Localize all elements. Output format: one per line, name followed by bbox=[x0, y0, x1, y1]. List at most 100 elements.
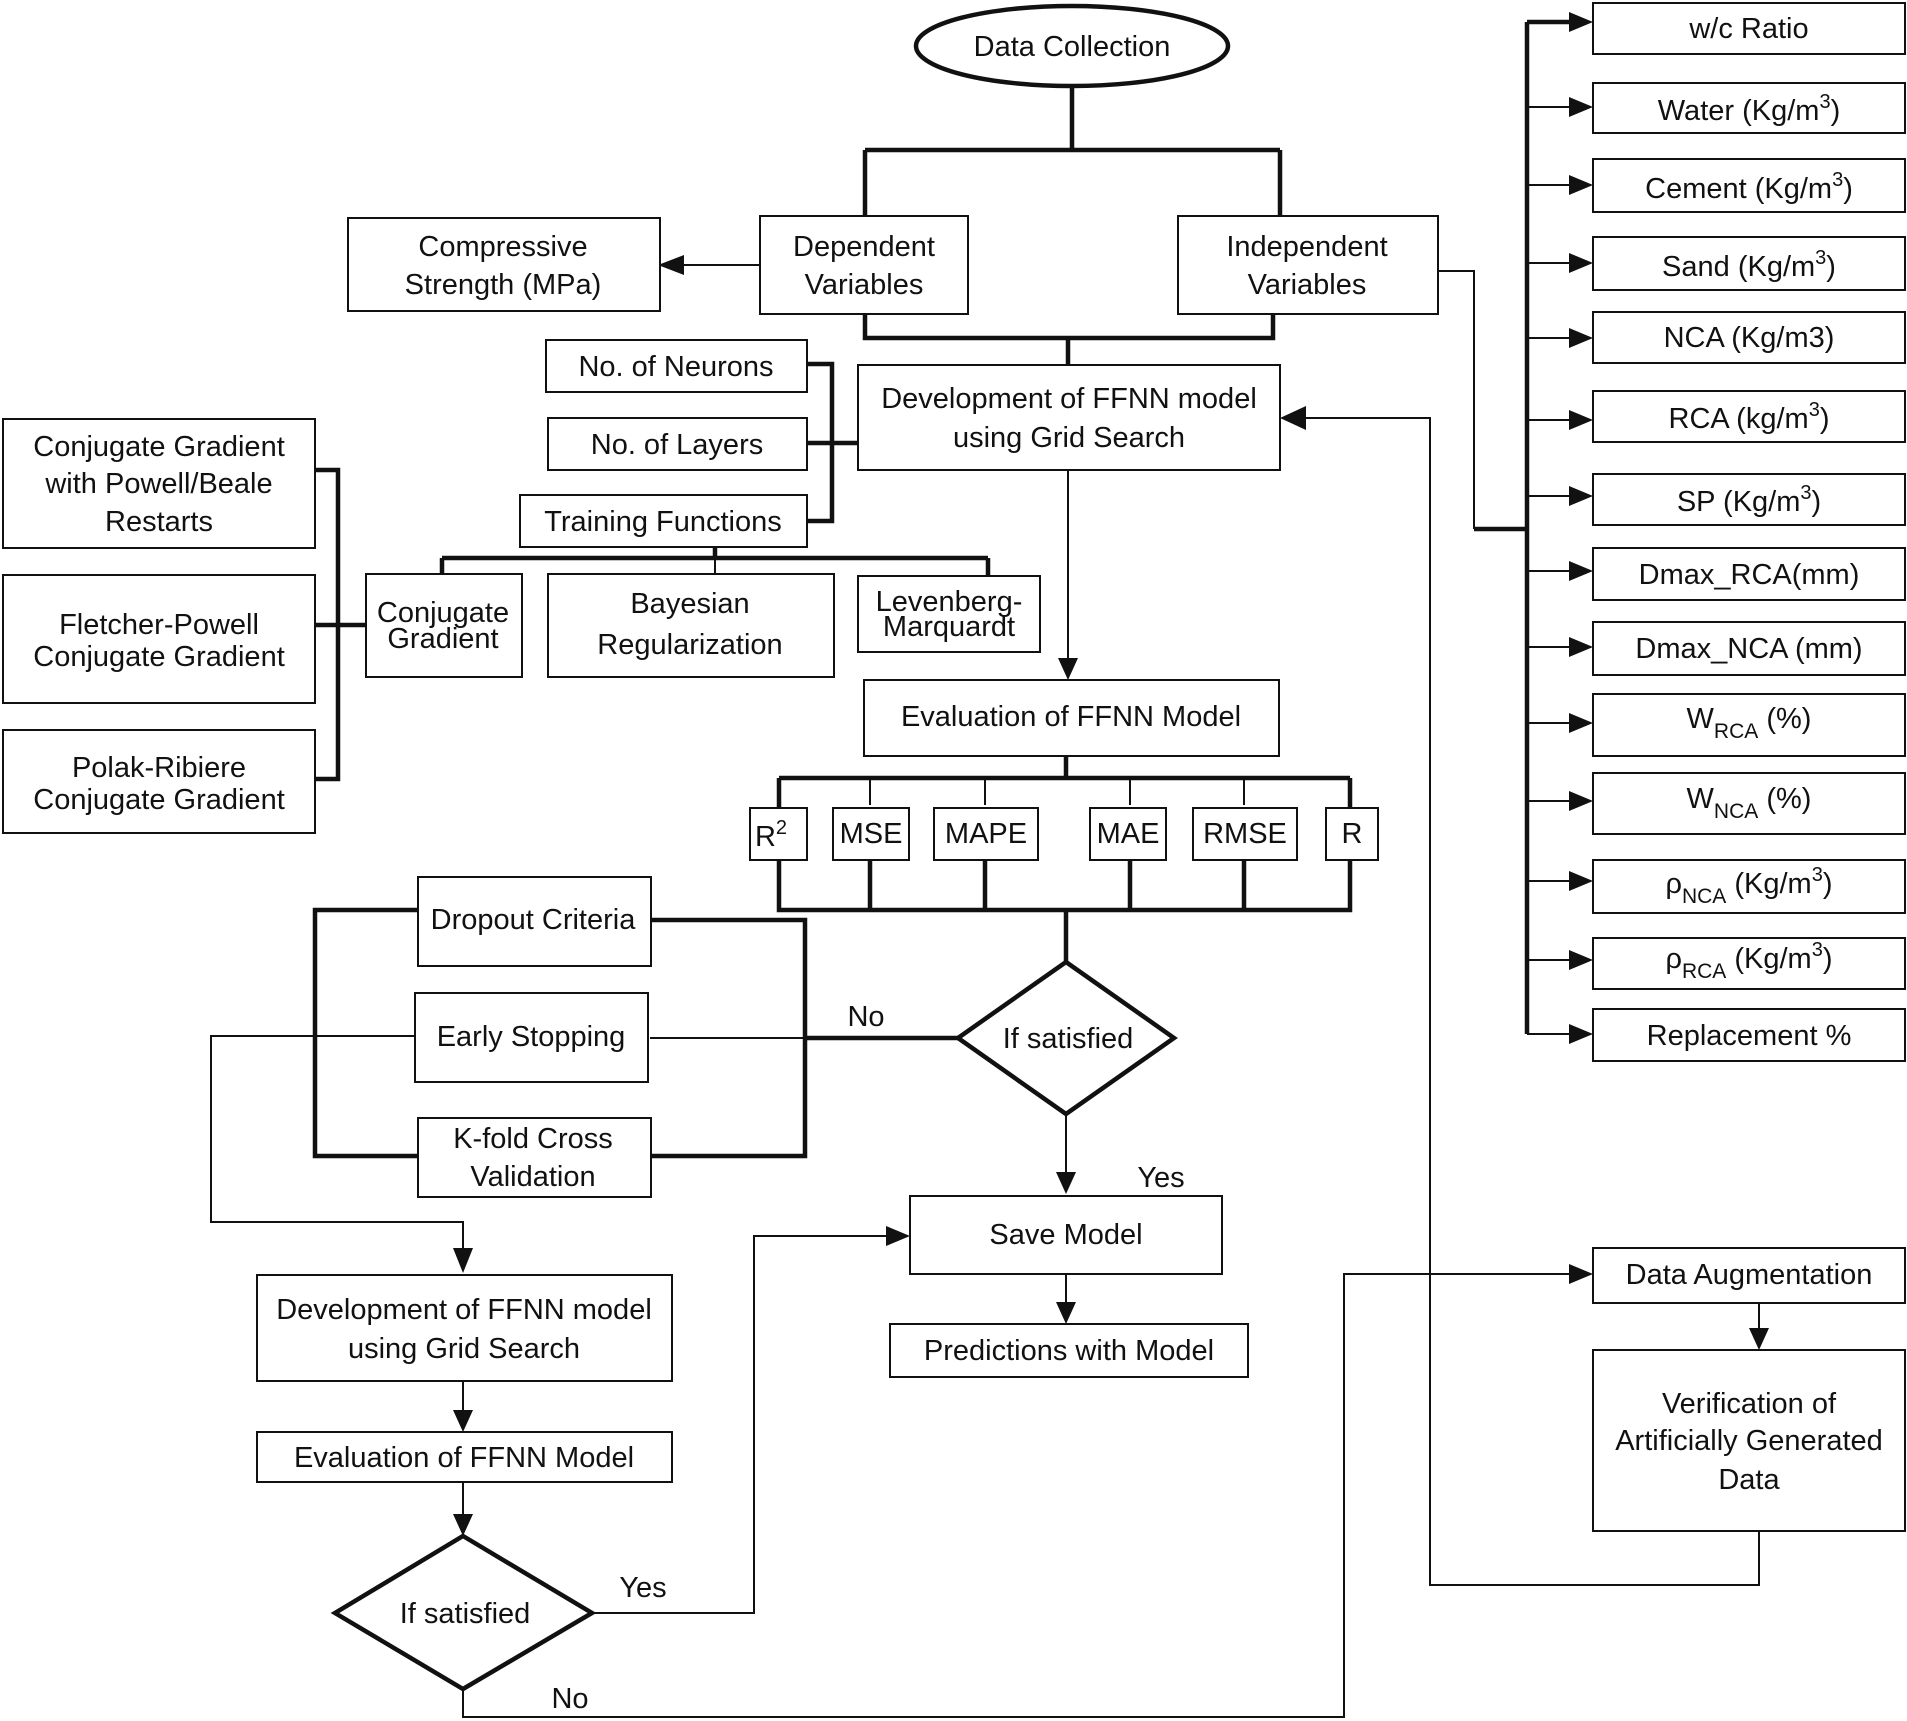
variable-sp-label: SP (Kg/m3) bbox=[1677, 482, 1821, 518]
node-no-of-layers: No. of Layers bbox=[547, 417, 808, 471]
dependent-label-line2: Variables bbox=[805, 269, 924, 301]
arrowhead-yes-to-save bbox=[886, 1226, 910, 1246]
independent-label-line2: Variables bbox=[1248, 269, 1367, 301]
verification-line2: Artificially Generated bbox=[1615, 1425, 1883, 1457]
polak-line2: Conjugate Gradient bbox=[33, 784, 285, 816]
variable-dmax-rca: Dmax_RCA(mm) bbox=[1592, 547, 1906, 601]
arrowhead-variable-8 bbox=[1569, 561, 1593, 581]
layers-label: No. of Layers bbox=[591, 429, 763, 461]
arrowhead-variable-7 bbox=[1569, 486, 1593, 506]
arrowhead-variable-5 bbox=[1569, 328, 1593, 348]
node-cg-powell-beale: Conjugate Gradient with Powell/Beale Res… bbox=[2, 418, 316, 549]
connector-metric-stubs bbox=[778, 778, 1351, 810]
arrowhead-variable-2 bbox=[1569, 97, 1593, 117]
node-verification: Verification of Artificially Generated D… bbox=[1592, 1349, 1906, 1532]
metric-rmse-label: RMSE bbox=[1203, 818, 1287, 850]
label-yes-bottom: Yes bbox=[619, 1572, 666, 1604]
dev-bottom-line1: Development of FFNN model bbox=[276, 1294, 652, 1326]
connector-collection-split bbox=[862, 86, 1283, 222]
variable-rca: RCA (kg/m3) bbox=[1592, 390, 1906, 443]
variable-dmax-rca-label: Dmax_RCA(mm) bbox=[1639, 559, 1860, 591]
connector-bottom-no bbox=[462, 1273, 1574, 1718]
polak-line1: Polak-Ribiere bbox=[72, 752, 246, 784]
metric-r: R bbox=[1325, 807, 1379, 861]
kfold-line2: Validation bbox=[470, 1161, 595, 1193]
connector-bottom-yes bbox=[592, 1235, 898, 1614]
arrowhead-variable-9 bbox=[1569, 637, 1593, 657]
arrowhead-to-save-model bbox=[1056, 1172, 1076, 1194]
variable-nca: NCA (Kg/m3) bbox=[1592, 311, 1906, 364]
metric-mae: MAE bbox=[1089, 807, 1167, 861]
verification-line1: Verification of bbox=[1662, 1388, 1837, 1420]
variable-replacement-label: Replacement % bbox=[1647, 1020, 1852, 1052]
variable-dmax-nca-label: Dmax_NCA (mm) bbox=[1635, 633, 1862, 665]
metric-mape: MAPE bbox=[933, 807, 1039, 861]
node-data-augmentation: Data Augmentation bbox=[1592, 1247, 1906, 1304]
variable-nca-label: NCA (Kg/m3) bbox=[1664, 322, 1835, 354]
metric-r-label: R bbox=[1342, 818, 1363, 850]
connector-variables-to-development bbox=[862, 314, 1276, 365]
node-bayesian-regularization: Bayesian Regularization bbox=[547, 573, 835, 678]
arrowhead-variable-1 bbox=[1569, 12, 1593, 32]
arrowhead-to-eval-top bbox=[1058, 658, 1078, 680]
fletcher-line2: Conjugate Gradient bbox=[33, 641, 285, 673]
arrowhead-to-decision-bottom bbox=[453, 1514, 473, 1536]
variable-w-rca: WRCA (%) bbox=[1592, 693, 1906, 757]
node-dropout-criteria: Dropout Criteria bbox=[417, 876, 652, 967]
node-predictions: Predictions with Model bbox=[889, 1323, 1249, 1378]
variable-sand: Sand (Kg/m3) bbox=[1592, 236, 1906, 291]
node-polak-ribiere: Polak-Ribiere Conjugate Gradient bbox=[2, 729, 316, 834]
arrowhead-to-eval-bottom bbox=[453, 1410, 473, 1432]
node-development-top: Development of FFNN model using Grid Sea… bbox=[857, 364, 1281, 471]
metric-r2-label: R2 bbox=[755, 817, 787, 853]
save-model-label: Save Model bbox=[989, 1219, 1142, 1251]
node-fletcher-powell: Fletcher-Powell Conjugate Gradient bbox=[2, 574, 316, 704]
eval-top-label: Evaluation of FFNN Model bbox=[901, 701, 1241, 733]
compressive-label-line1: Compressive bbox=[418, 231, 587, 263]
fletcher-line1: Fletcher-Powell bbox=[59, 609, 259, 641]
variable-rca-label: RCA (kg/m3) bbox=[1669, 399, 1830, 435]
node-conjugate-gradient: Conjugate Gradient bbox=[365, 573, 523, 678]
label-no-top: No bbox=[847, 1001, 884, 1033]
variable-rho-nca-label: ρNCA (Kg/m3) bbox=[1665, 864, 1832, 908]
levenberg-line1: Levenberg- bbox=[876, 586, 1023, 618]
variable-w-rca-label: WRCA (%) bbox=[1687, 703, 1812, 743]
connector-early-stopping bbox=[210, 1035, 805, 1260]
node-no-of-neurons: No. of Neurons bbox=[545, 339, 808, 393]
metric-mse-label: MSE bbox=[840, 818, 903, 850]
arrowhead-variable-12 bbox=[1569, 871, 1593, 891]
node-early-stopping: Early Stopping bbox=[414, 992, 649, 1083]
dependent-label-line1: Dependent bbox=[793, 231, 935, 263]
connector-hyperparameters-bracket bbox=[807, 361, 858, 524]
node-data-collection: Data Collection bbox=[913, 3, 1231, 89]
bayesian-line2: Regularization bbox=[597, 629, 782, 661]
variable-water-label: Water (Kg/m3) bbox=[1658, 91, 1840, 127]
metric-mape-label: MAPE bbox=[945, 818, 1027, 850]
connector-verification-to-development bbox=[1300, 417, 1760, 1586]
variables-branches bbox=[1527, 106, 1575, 1035]
arrowhead-to-predictions bbox=[1056, 1302, 1076, 1324]
variable-wc-label: w/c Ratio bbox=[1688, 13, 1808, 45]
kfold-line1: K-fold Cross bbox=[453, 1123, 613, 1155]
eval-bottom-label: Evaluation of FFNN Model bbox=[294, 1442, 634, 1474]
arrow-heads bbox=[453, 12, 1769, 1536]
node-development-bottom: Development of FFNN model using Grid Sea… bbox=[256, 1274, 673, 1382]
label-yes-top: Yes bbox=[1137, 1162, 1184, 1194]
variable-rho-rca: ρRCA (Kg/m3) bbox=[1592, 937, 1906, 990]
dev-top-label-line2: using Grid Search bbox=[953, 422, 1185, 454]
node-independent-variables: Independent Variables bbox=[1177, 215, 1439, 315]
variable-sp: SP (Kg/m3) bbox=[1592, 473, 1906, 526]
cg-powell-line3: Restarts bbox=[105, 506, 213, 538]
compressive-label-line2: Strength (MPa) bbox=[405, 269, 602, 301]
independent-variables-list: w/c Ratio Water (Kg/m3) Cement (Kg/m3) S… bbox=[1592, 2, 1906, 1062]
variable-rho-nca: ρNCA (Kg/m3) bbox=[1592, 859, 1906, 914]
data-collection-label: Data Collection bbox=[974, 31, 1171, 63]
verification-line3: Data bbox=[1718, 1464, 1780, 1496]
arrowhead-variable-14 bbox=[1569, 1024, 1593, 1044]
label-no-bottom: No bbox=[551, 1683, 588, 1715]
levenberg-line2: Marquardt bbox=[883, 611, 1015, 643]
arrowhead-variable-6 bbox=[1569, 410, 1593, 430]
independent-label-line1: Independent bbox=[1226, 231, 1387, 263]
predictions-label: Predictions with Model bbox=[924, 1335, 1214, 1367]
connector-cg-variants-bracket bbox=[315, 467, 366, 782]
